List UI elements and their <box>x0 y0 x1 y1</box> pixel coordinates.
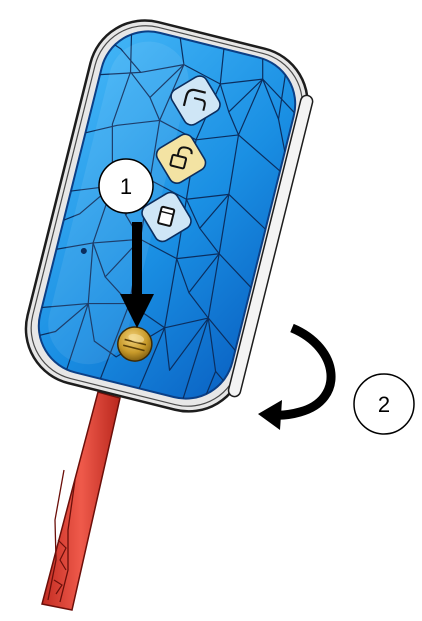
rotation-arrow <box>258 328 331 430</box>
step-1-label: 1 <box>120 174 132 199</box>
lock-icon <box>158 207 175 227</box>
step-2-callout: 2 <box>354 374 414 434</box>
step-2-label: 2 <box>378 392 390 417</box>
step-1-callout: 1 <box>99 159 153 213</box>
key-fob <box>14 9 322 424</box>
key-blade <box>42 392 120 610</box>
